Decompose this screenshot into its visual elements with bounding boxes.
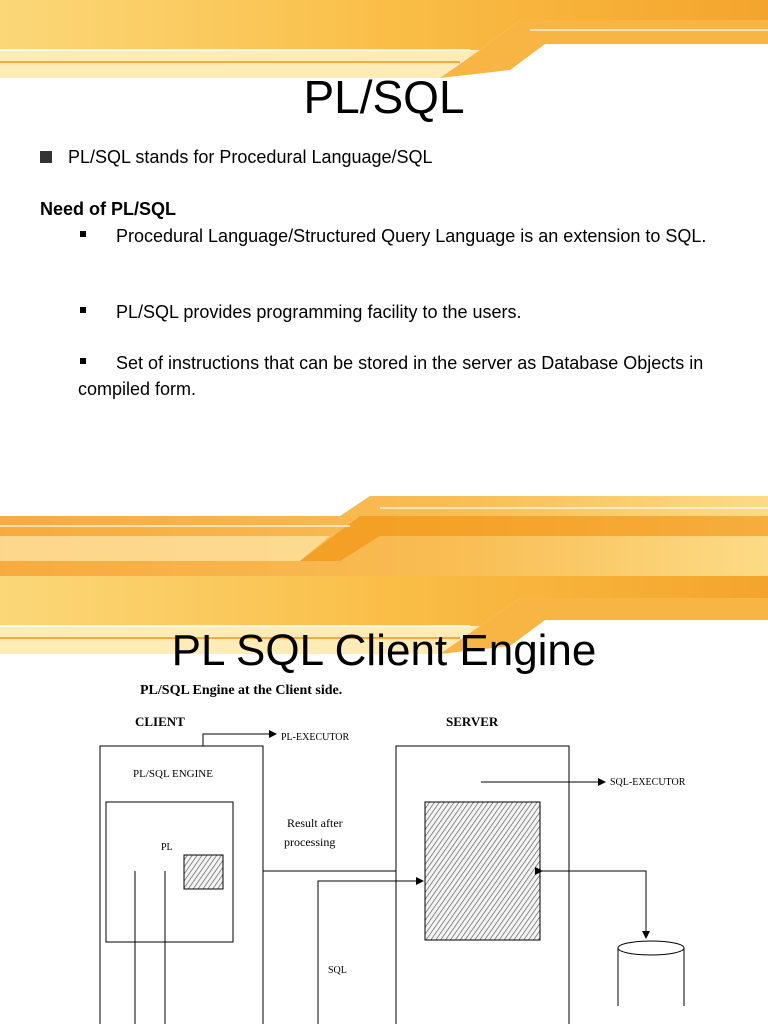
list-item: PL/SQL provides programming facility to …: [78, 299, 718, 325]
pl-hatched-block: [183, 854, 224, 890]
bullet-icon: [80, 231, 86, 238]
client-box: [99, 745, 264, 1024]
database-arrow: [535, 867, 650, 939]
client-label: CLIENT: [135, 714, 185, 729]
bullet-icon: [80, 358, 86, 365]
pl-sql-engine-diagram: PL/SQL Engine at the Client side. CLIENT…: [99, 683, 686, 1024]
bullet-icon: [80, 307, 86, 314]
bullet-text: PL/SQL stands for Procedural Language/SQ…: [68, 147, 433, 167]
engine-box: [105, 801, 234, 943]
server-label: SERVER: [446, 714, 499, 729]
diagram-caption: PL/SQL Engine at the Client side.: [140, 683, 342, 698]
decorative-footer-band: [0, 486, 768, 576]
engine-label: PL/SQL ENGINE: [133, 768, 213, 780]
server-hatched-block: [424, 801, 541, 941]
pl-executor-label: PL-EXECUTOR: [281, 732, 349, 743]
sql-arrow: [317, 877, 424, 1024]
slide-1: PL/SQL PL/SQL stands for Procedural Lang…: [0, 0, 768, 576]
slide-2: PL SQL Client Engine PL/SQL Engine at th…: [0, 576, 768, 1024]
list-item: Set of instructions that can be stored i…: [78, 353, 704, 399]
sql-executor-label: SQL-EXECUTOR: [610, 777, 686, 788]
slide-title: PL/SQL: [303, 71, 465, 123]
processing-label: processing: [284, 835, 335, 849]
list-item: Procedural Language/Structured Query Lan…: [78, 223, 718, 249]
section-heading: Need of PL/SQL: [40, 199, 177, 219]
result-label: Result after: [287, 816, 343, 830]
database-icon: [617, 940, 685, 1006]
sql-label: SQL: [328, 965, 347, 976]
pl-executor-arrow: [202, 730, 277, 746]
decorative-header-band: [0, 576, 768, 666]
slide-title: PL SQL Client Engine: [171, 626, 597, 675]
bullet-square-icon: [40, 151, 52, 163]
pl-label: PL: [161, 842, 173, 853]
decorative-header-band: [0, 0, 768, 90]
